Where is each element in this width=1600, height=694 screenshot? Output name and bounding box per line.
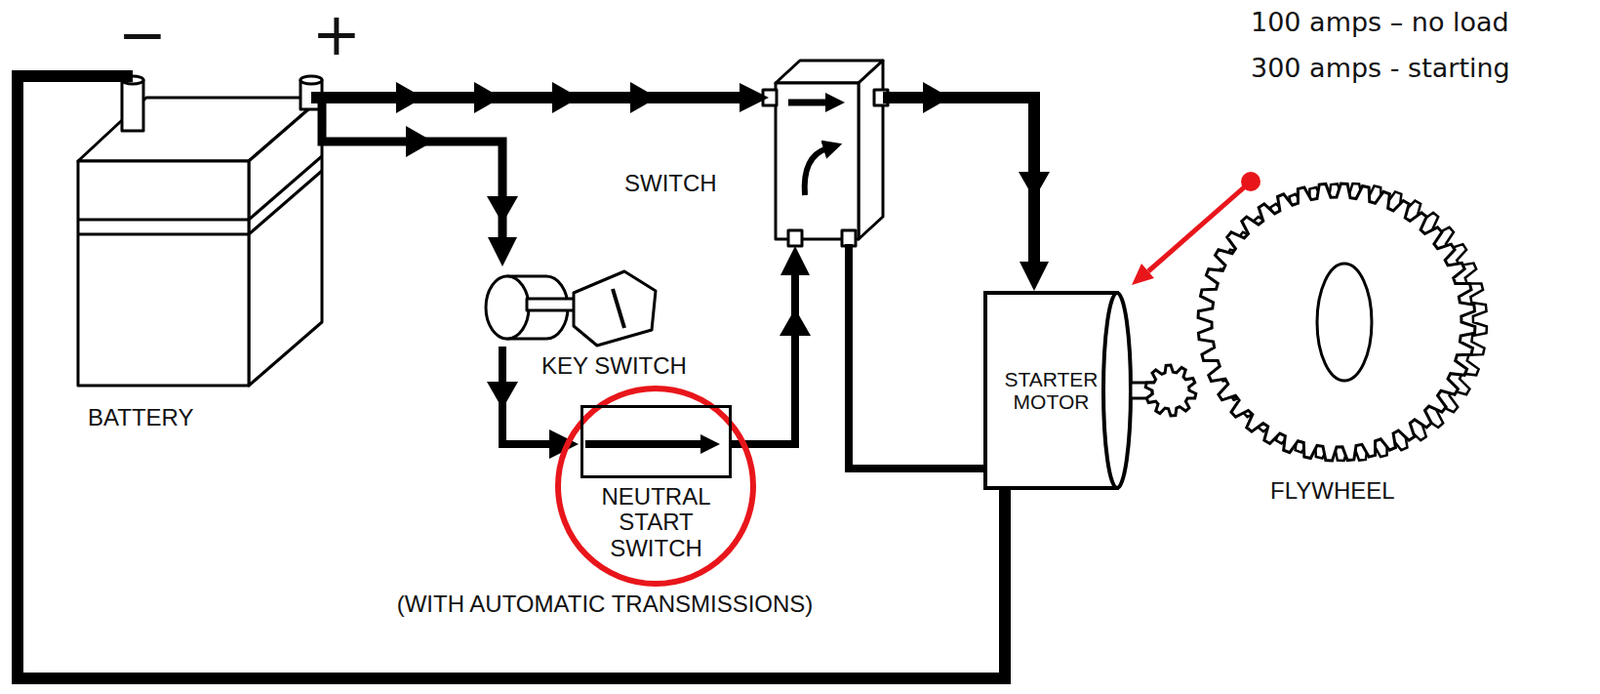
wire-connector [17,76,1005,679]
node-label: STARTER MOTOR [993,367,1111,413]
flow-arrow [630,81,658,114]
highlight-circle [558,388,754,584]
battery-illustration [78,76,322,386]
polarity-sign: + [312,1,361,67]
solenoid-switch: SWITCH [770,53,883,244]
flow-arrow [922,81,951,114]
starter-motor-illustration [985,292,1153,488]
node-label: BATTERY [87,404,194,431]
polarity-sign: − [118,1,167,67]
battery-band [78,233,249,237]
part-label: FLYWHEEL [1270,478,1396,504]
key-blade [526,298,578,311]
battery-band [248,170,322,235]
battery-front [78,160,249,386]
battery-band [78,218,249,222]
key-switch: KEY SWITCH [482,268,674,347]
note: (WITH AUTOMATIC TRANSMISSIONS) [397,591,814,617]
pinion-gear [1145,364,1197,416]
terminal-nut [788,230,802,246]
wire-connector [332,91,746,104]
flow-arrow [474,81,502,114]
key-bow [573,271,656,346]
key-slot [612,288,625,328]
gears [1145,183,1487,461]
solenoid-side [858,60,883,240]
node-label: SWITCH [624,170,718,197]
motor-end [1103,292,1131,488]
flow-arrow [396,81,424,114]
wire-connector [332,141,503,243]
battery-branch-stub [321,97,333,142]
ground-cable-stub [72,70,133,82]
battery: BATTERY [73,68,333,386]
battery-band [248,156,322,220]
node-label: KEY SWITCH [541,353,687,379]
flow-arrow [552,81,580,114]
solenoid-illustration [762,60,888,246]
negative-post [121,80,144,131]
contact-arrow [788,99,830,107]
flow-arrow [486,381,519,409]
coil-arrow [804,148,828,196]
leader-line [1148,181,1251,272]
solenoid-front [775,82,859,240]
switch-flow-arrow [585,440,705,448]
leader-dot [1240,171,1261,192]
terminal-nut [841,230,856,246]
current-note: 300 amps - starting [1250,53,1511,83]
wire-connector [848,243,986,469]
flow-arrow [486,196,519,224]
flow-arrow [779,308,811,336]
flywheel-gear [1198,183,1476,461]
neutral-start-switch: NEUTRAL START SWITCH [580,404,732,479]
flow-arrow [1018,171,1050,200]
motor-body [985,292,1118,488]
current-note: 100 amps – no load [1250,7,1510,38]
flywheel-hub [1317,263,1372,381]
battery-side [248,97,322,386]
terminal-nut [762,89,777,106]
positive-post [300,76,322,84]
starter-motor: STARTER MOTOR [985,292,1119,488]
leader-arrowhead [1131,263,1155,285]
key-switch-illustration [485,271,656,346]
flow-arrow [405,125,434,158]
lock-face [485,276,529,339]
wire-connector [882,97,1035,268]
wire-connector [731,269,796,444]
node-label: NEUTRAL START SWITCH [598,483,716,561]
